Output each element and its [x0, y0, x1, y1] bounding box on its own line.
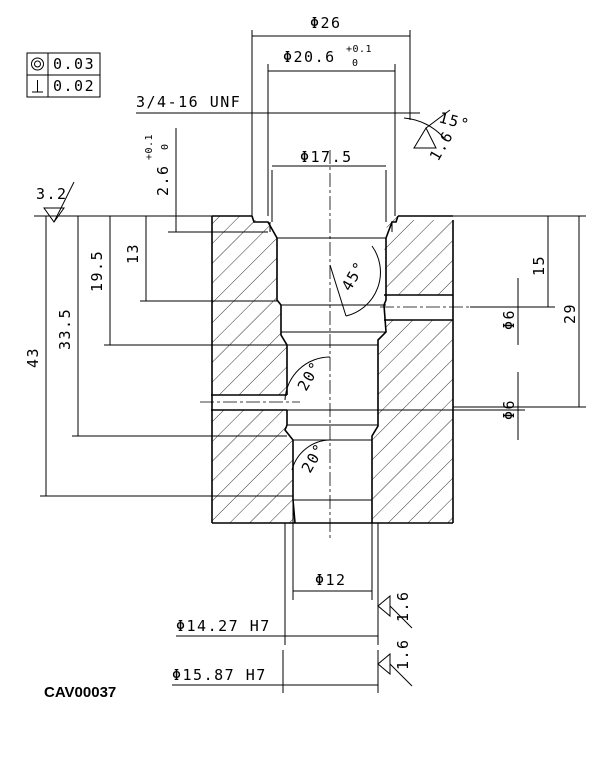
thread-callout: 3/4-16 UNF [136, 93, 420, 114]
dimension-depth-33-5: 33.5 [56, 216, 287, 437]
svg-text:Φ14.27 H7: Φ14.27 H7 [176, 617, 271, 635]
svg-text:20°: 20° [298, 440, 329, 476]
chamfer-callout: 15° 1.6 [403, 108, 472, 164]
svg-text:15: 15 [530, 255, 548, 276]
svg-text:Φ6: Φ6 [500, 399, 518, 420]
part-code: CAV00037 [44, 684, 116, 701]
dimension-depth-15: 15 [453, 215, 555, 308]
svg-text:Φ26: Φ26 [310, 14, 342, 32]
geometric-tolerance-frame: 0.03 0.02 [26, 52, 101, 98]
dimension-d17-5: Φ17.5 [271, 148, 387, 222]
svg-text:45°: 45° [338, 258, 369, 294]
svg-text:43: 43 [24, 347, 42, 368]
dimension-d15-87: Φ15.87 H7 [172, 650, 379, 693]
dimension-d14-27: Φ14.27 H7 [176, 523, 379, 645]
surface-roughness-1: 1.6 [377, 590, 413, 629]
angle-20-lower: 20° [291, 439, 331, 476]
perpendicularity-icon [32, 80, 43, 93]
surface-roughness-2: 1.6 [377, 638, 413, 687]
dimension-d26: Φ26 [251, 14, 411, 216]
dimension-d20-6: Φ20.6 +0.1 0 [267, 44, 396, 216]
svg-text:Φ20.6: Φ20.6 [283, 48, 336, 66]
svg-text:19.5: 19.5 [88, 250, 106, 292]
svg-text:3.2: 3.2 [36, 185, 68, 203]
dimension-depth-2-6: 2.6 +0.1 0 [144, 128, 268, 233]
surface-roughness-top: 3.2 [34, 181, 212, 223]
svg-text:1.6: 1.6 [394, 590, 412, 622]
svg-text:Φ15.87 H7: Φ15.87 H7 [172, 666, 267, 684]
dimension-d12: Φ12 [292, 500, 373, 600]
dimension-depth-13: 13 [124, 216, 277, 302]
concentricity-value: 0.03 [53, 55, 95, 73]
dimension-port-upper: Φ6 [500, 278, 519, 345]
angle-20-upper: 20° [284, 356, 331, 401]
svg-text:20°: 20° [294, 358, 325, 394]
svg-text:+0.1: +0.1 [346, 44, 372, 55]
svg-text:1.6: 1.6 [426, 128, 457, 164]
perpendicularity-value: 0.02 [53, 77, 95, 95]
svg-text:Φ17.5: Φ17.5 [300, 148, 353, 166]
body-section [200, 150, 470, 540]
svg-text:0: 0 [352, 58, 359, 69]
dimension-depth-29: 29 [453, 215, 586, 408]
svg-text:0: 0 [160, 143, 171, 150]
concentricity-icon [31, 57, 44, 71]
svg-text:13: 13 [124, 243, 142, 264]
svg-text:Φ6: Φ6 [500, 309, 518, 330]
svg-text:1.6: 1.6 [394, 638, 412, 670]
svg-text:2.6: 2.6 [154, 164, 172, 196]
svg-text:Φ12: Φ12 [315, 571, 347, 589]
svg-text:+0.1: +0.1 [144, 134, 155, 160]
svg-text:29: 29 [561, 303, 579, 324]
dimension-port-lower: Φ6 [287, 372, 525, 440]
dimension-depth-19-5: 19.5 [88, 216, 287, 346]
svg-text:3/4-16 UNF: 3/4-16 UNF [136, 93, 241, 111]
dimension-depth-43: 43 [24, 216, 293, 497]
svg-text:33.5: 33.5 [56, 308, 74, 350]
